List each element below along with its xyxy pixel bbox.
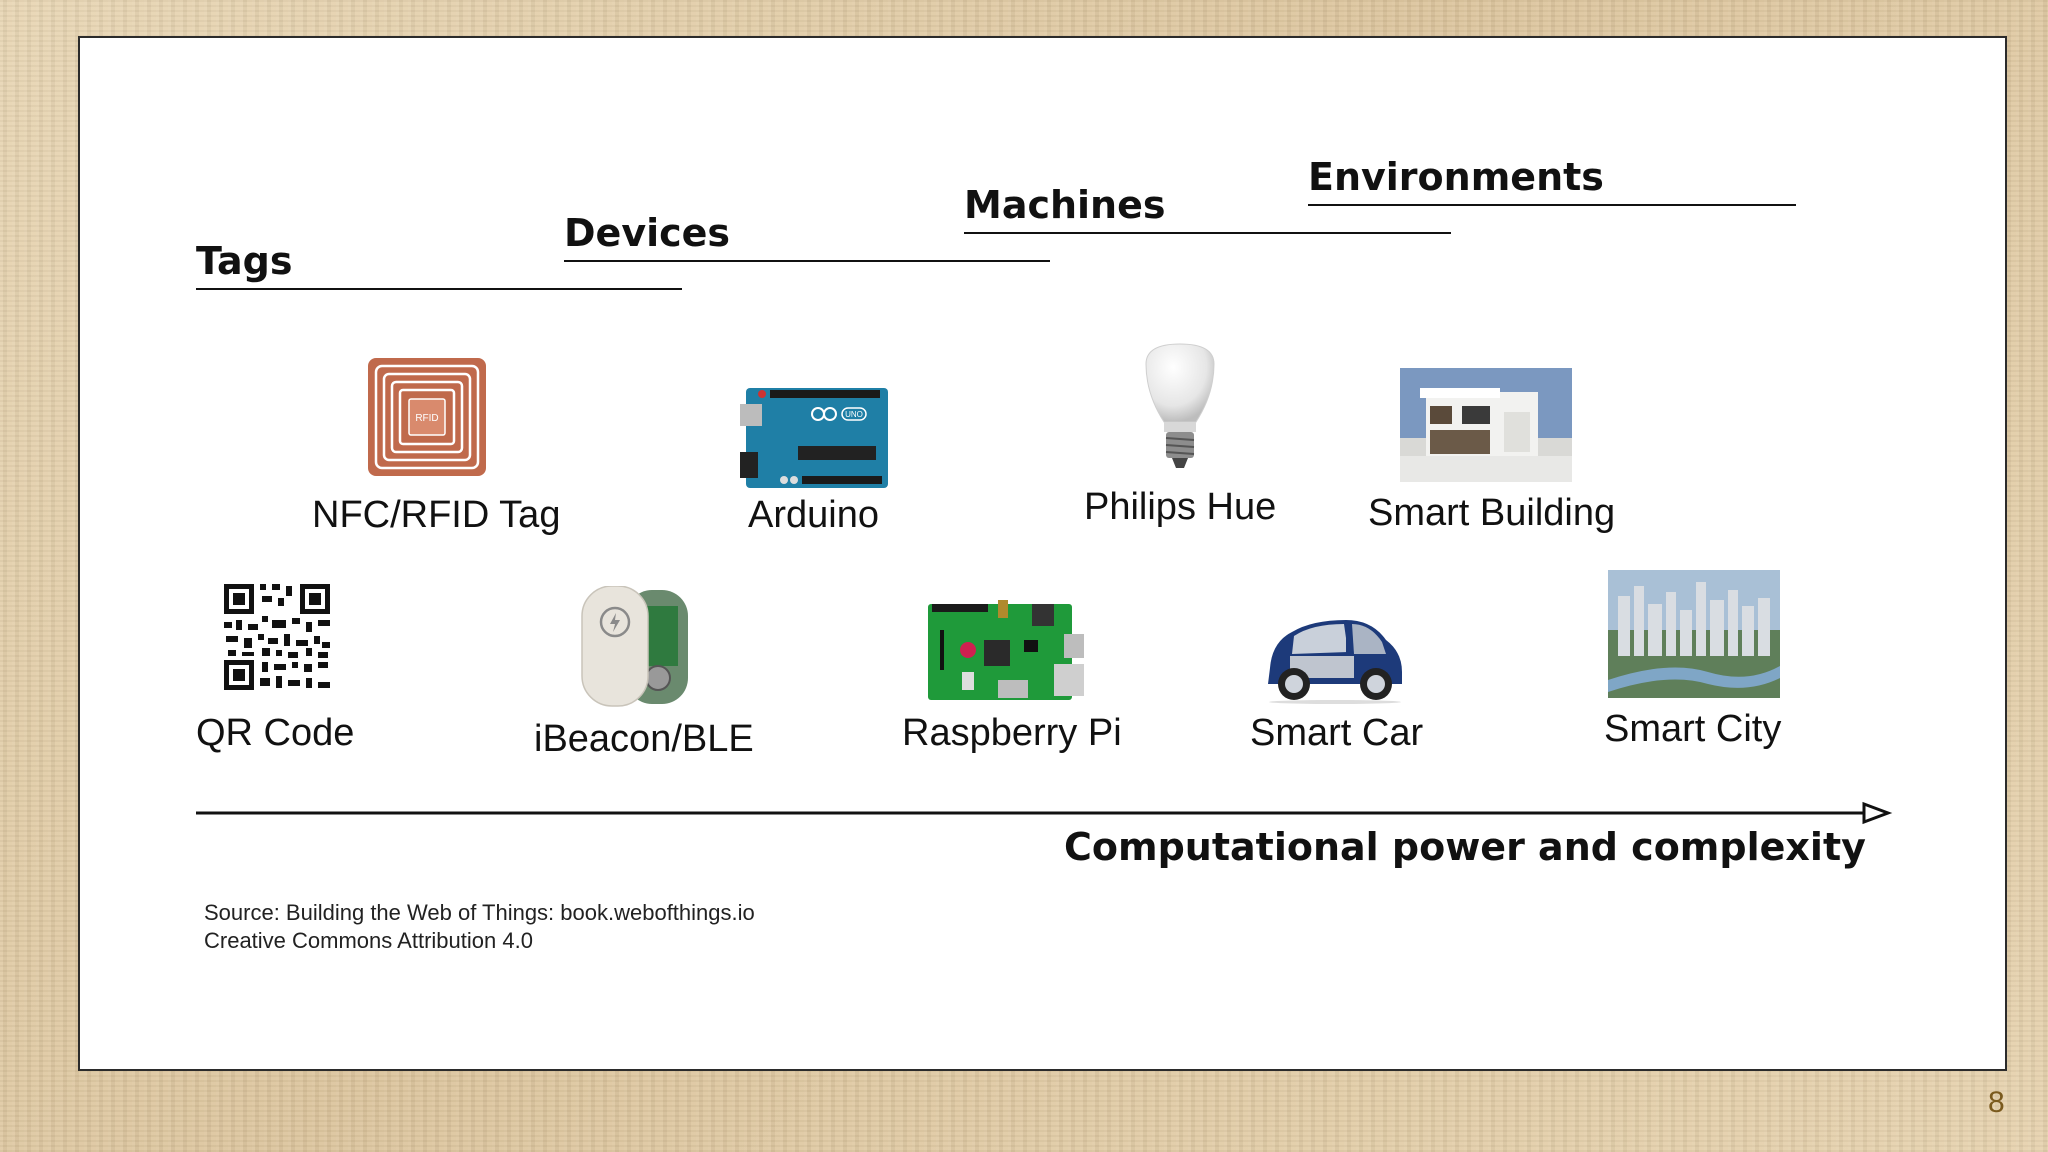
smart-building-image	[1400, 368, 1572, 482]
rfid-tag-image: RFID	[368, 358, 486, 476]
category-environments: Environments	[1308, 155, 1604, 199]
axis-caption: Computational power and complexity	[1064, 825, 1866, 869]
rfid-badge-text: RFID	[415, 413, 438, 424]
page-number: 8	[1988, 1086, 2005, 1119]
label-ibeacon-ble: iBeacon/BLE	[534, 718, 754, 760]
ibeacon-image	[581, 586, 688, 707]
label-philips-hue: Philips Hue	[1084, 486, 1277, 528]
category-machines: Machines	[964, 183, 1166, 227]
tags-underline	[196, 288, 682, 290]
philips-hue-bulb-image	[1145, 343, 1215, 468]
smart-car-image	[1268, 620, 1402, 704]
raspberry-pi-board-image	[928, 600, 1084, 700]
slide: Tags Devices Machines Environments RFID …	[78, 36, 2007, 1071]
category-devices: Devices	[564, 211, 731, 255]
arduino-board-image: UNO	[740, 388, 888, 488]
complexity-axis-arrow	[196, 801, 1893, 825]
source-line: Source: Building the Web of Things: book…	[204, 900, 755, 925]
category-tags: Tags	[196, 239, 293, 283]
license-line: Creative Commons Attribution 4.0	[204, 928, 533, 953]
label-raspberry-pi: Raspberry Pi	[902, 712, 1122, 754]
machines-underline	[964, 232, 1451, 234]
label-smart-car: Smart Car	[1250, 712, 1424, 754]
smart-city-image	[1608, 570, 1780, 698]
environments-underline	[1308, 204, 1796, 206]
devices-underline	[564, 260, 1050, 262]
label-arduino: Arduino	[748, 494, 879, 536]
label-smart-city: Smart City	[1604, 708, 1782, 750]
arduino-badge-text: UNO	[845, 410, 863, 419]
label-qr-code: QR Code	[196, 712, 355, 754]
qr-code-image	[222, 582, 332, 692]
label-nfc-rfid-tag: NFC/RFID Tag	[312, 494, 561, 536]
label-smart-building: Smart Building	[1368, 492, 1616, 534]
